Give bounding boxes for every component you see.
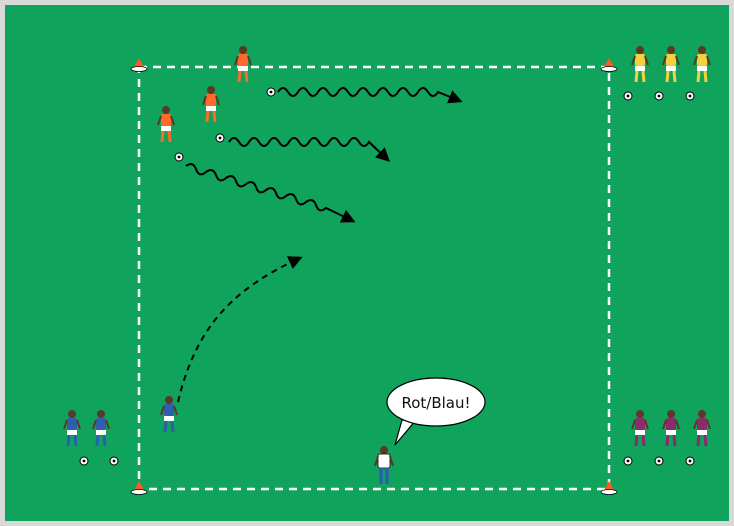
ball-bl-1 bbox=[80, 457, 88, 465]
ball-bl-2 bbox=[110, 457, 118, 465]
coach-callout-text: Rot/Blau! bbox=[401, 394, 470, 412]
grass-field bbox=[5, 5, 729, 521]
ball-br-1 bbox=[624, 457, 632, 465]
ball-br-2 bbox=[655, 457, 663, 465]
ball-3 bbox=[175, 153, 183, 161]
ball-tr-2 bbox=[655, 92, 663, 100]
ball-tr-1 bbox=[624, 92, 632, 100]
ball-1 bbox=[267, 88, 275, 96]
ball-2 bbox=[216, 134, 224, 142]
ball-br-3 bbox=[686, 457, 694, 465]
ball-tr-3 bbox=[686, 92, 694, 100]
